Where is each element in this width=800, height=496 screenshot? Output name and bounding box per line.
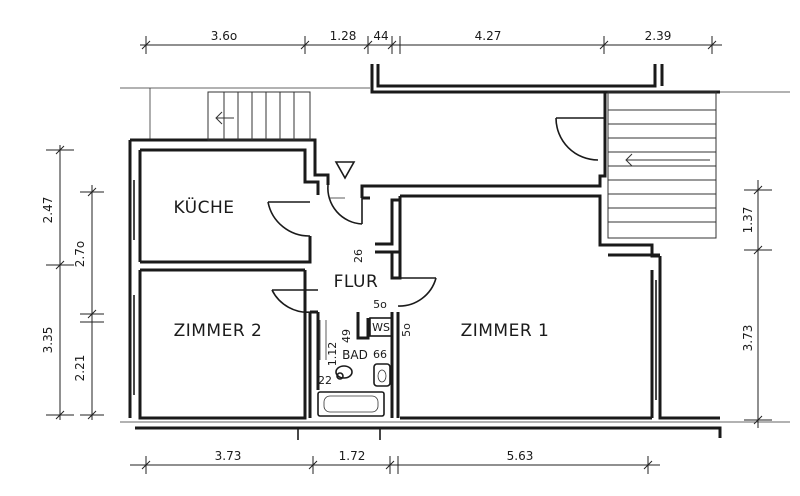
right-dimension-chain: 1.37 3.73 xyxy=(741,180,772,428)
dim-top-5: 2.39 xyxy=(645,29,672,43)
dim-top-1: 3.6o xyxy=(211,29,237,43)
dim-left-1: 2.47 xyxy=(41,197,55,224)
walls xyxy=(120,64,790,440)
dim-bottom-1: 3.73 xyxy=(215,449,242,463)
bottom-dimension-chain: 3.73 1.72 5.63 xyxy=(130,449,660,474)
left-inner-dimension-chain: 2.7o 2.21 xyxy=(73,185,104,420)
room-label-kueche: KÜCHE xyxy=(173,196,234,218)
dim-bad-50: 5o xyxy=(400,323,413,337)
dim-bad-66: 66 xyxy=(373,348,387,361)
dim-right-2: 3.73 xyxy=(741,325,755,352)
room-label-zimmer-1: ZIMMER 1 xyxy=(461,321,550,341)
room-label-zimmer-2: ZIMMER 2 xyxy=(174,321,263,341)
room-label-bad: BAD xyxy=(342,348,368,362)
dim-bottom-3: 5.63 xyxy=(507,449,534,463)
staircase-upper-left xyxy=(207,91,311,141)
sink-icon xyxy=(335,365,353,379)
dim-flur-50: 5o xyxy=(373,298,387,311)
door-swings xyxy=(267,117,605,314)
dim-bottom-2: 1.72 xyxy=(339,449,366,463)
top-dimension-chain: 3.6o 1.28 44 4.27 2.39 xyxy=(140,29,722,54)
dim-left-2: 3.35 xyxy=(41,327,55,354)
dim-bad-112: 1.12 xyxy=(326,342,339,367)
left-outer-dimension-chain: 2.47 3.35 xyxy=(41,145,74,420)
room-label-ws: WS xyxy=(372,321,390,334)
toilet-icon xyxy=(373,363,391,387)
dim-left-inner-2: 2.21 xyxy=(73,355,87,382)
ws-box xyxy=(369,317,393,337)
staircase-right xyxy=(607,91,717,239)
dim-bad-22: 22 xyxy=(318,374,332,387)
dim-bad-49: 49 xyxy=(340,329,353,343)
drain-icon xyxy=(336,372,344,380)
dim-flur-26: 26 xyxy=(352,249,365,263)
dim-top-2: 1.28 xyxy=(330,29,357,43)
dim-left-inner-1: 2.7o xyxy=(73,241,87,267)
bathtub-icon xyxy=(317,391,385,417)
dim-top-4: 4.27 xyxy=(475,29,502,43)
room-label-flur: FLUR xyxy=(334,272,379,292)
dim-right-1: 1.37 xyxy=(741,207,755,234)
bathroom-fixtures xyxy=(317,317,393,417)
dim-top-3: 44 xyxy=(373,29,388,43)
entrance-marker-icon xyxy=(334,161,356,180)
